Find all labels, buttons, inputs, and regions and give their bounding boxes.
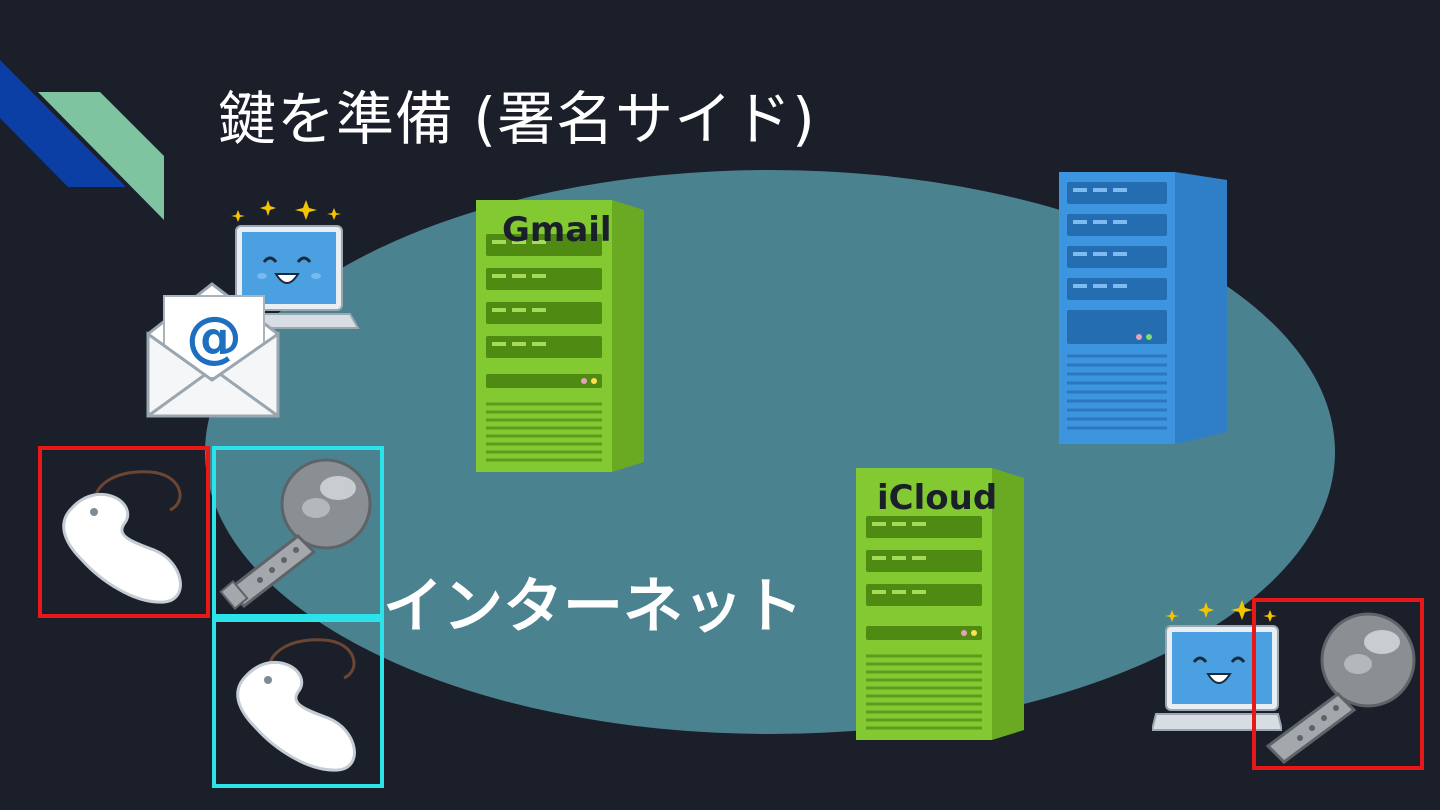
public-key-icon — [1265, 612, 1416, 764]
server-icon — [1059, 172, 1227, 444]
private-key-frame — [212, 618, 384, 788]
internet-label: インターネット — [383, 572, 803, 642]
public-key-icon — [219, 458, 372, 610]
sparkle-icon — [1165, 600, 1277, 622]
email-envelope-icon: @ — [146, 282, 280, 418]
server-label-icloud: iCloud — [877, 478, 998, 518]
sparkle-icon — [231, 200, 341, 222]
private-key-icon — [236, 638, 356, 772]
server-icon — [476, 200, 644, 472]
server-icon — [856, 468, 1024, 740]
public-key-frame — [212, 446, 384, 618]
corner-decoration — [0, 60, 164, 220]
server-label-gmail: Gmail — [502, 210, 612, 250]
laptop-smile-icon — [1152, 600, 1282, 731]
corner-stripe-blue — [0, 60, 126, 187]
private-key-frame — [38, 446, 210, 618]
slide-title: 鍵を準備 (署名サイド) — [218, 85, 816, 153]
laptop-smile-icon — [228, 200, 360, 329]
public-key-frame — [1252, 598, 1424, 770]
at-sign-icon: @ — [186, 305, 242, 370]
private-key-icon — [62, 470, 182, 604]
corner-stripe-green — [38, 92, 164, 220]
